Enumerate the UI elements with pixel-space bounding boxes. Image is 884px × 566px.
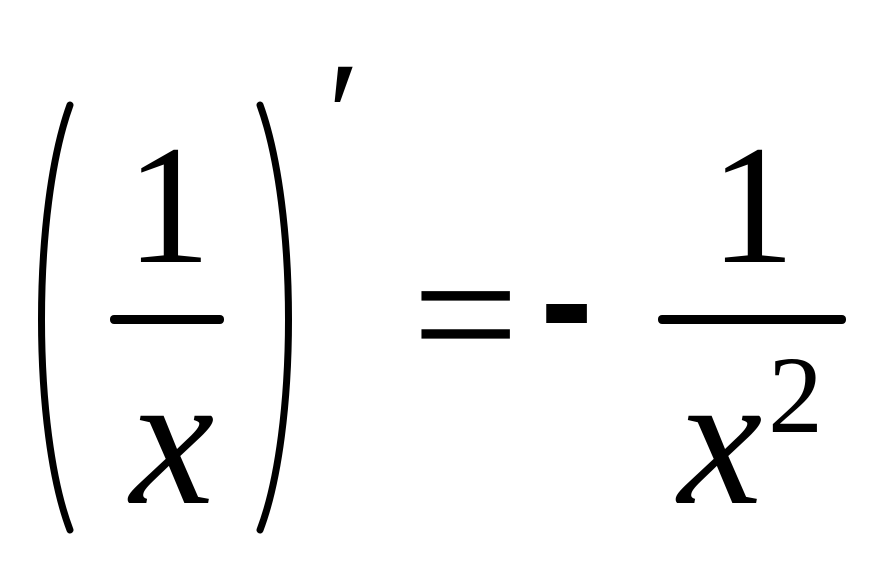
rhs-denominator: x: [678, 335, 763, 545]
rhs-fraction-bar: [658, 315, 846, 324]
lhs-numerator: 1: [126, 111, 211, 299]
prime-mark: ′: [318, 32, 351, 198]
lhs-fraction-bar: [110, 315, 224, 324]
rhs-numerator: 1: [710, 111, 795, 299]
rhs-exponent: 2: [768, 334, 823, 456]
right-parenthesis: [256, 101, 292, 534]
minus-sign: -: [540, 210, 594, 389]
lhs-denominator: x: [130, 335, 215, 545]
left-parenthesis: [38, 101, 74, 534]
equals-sign: =: [412, 210, 520, 420]
